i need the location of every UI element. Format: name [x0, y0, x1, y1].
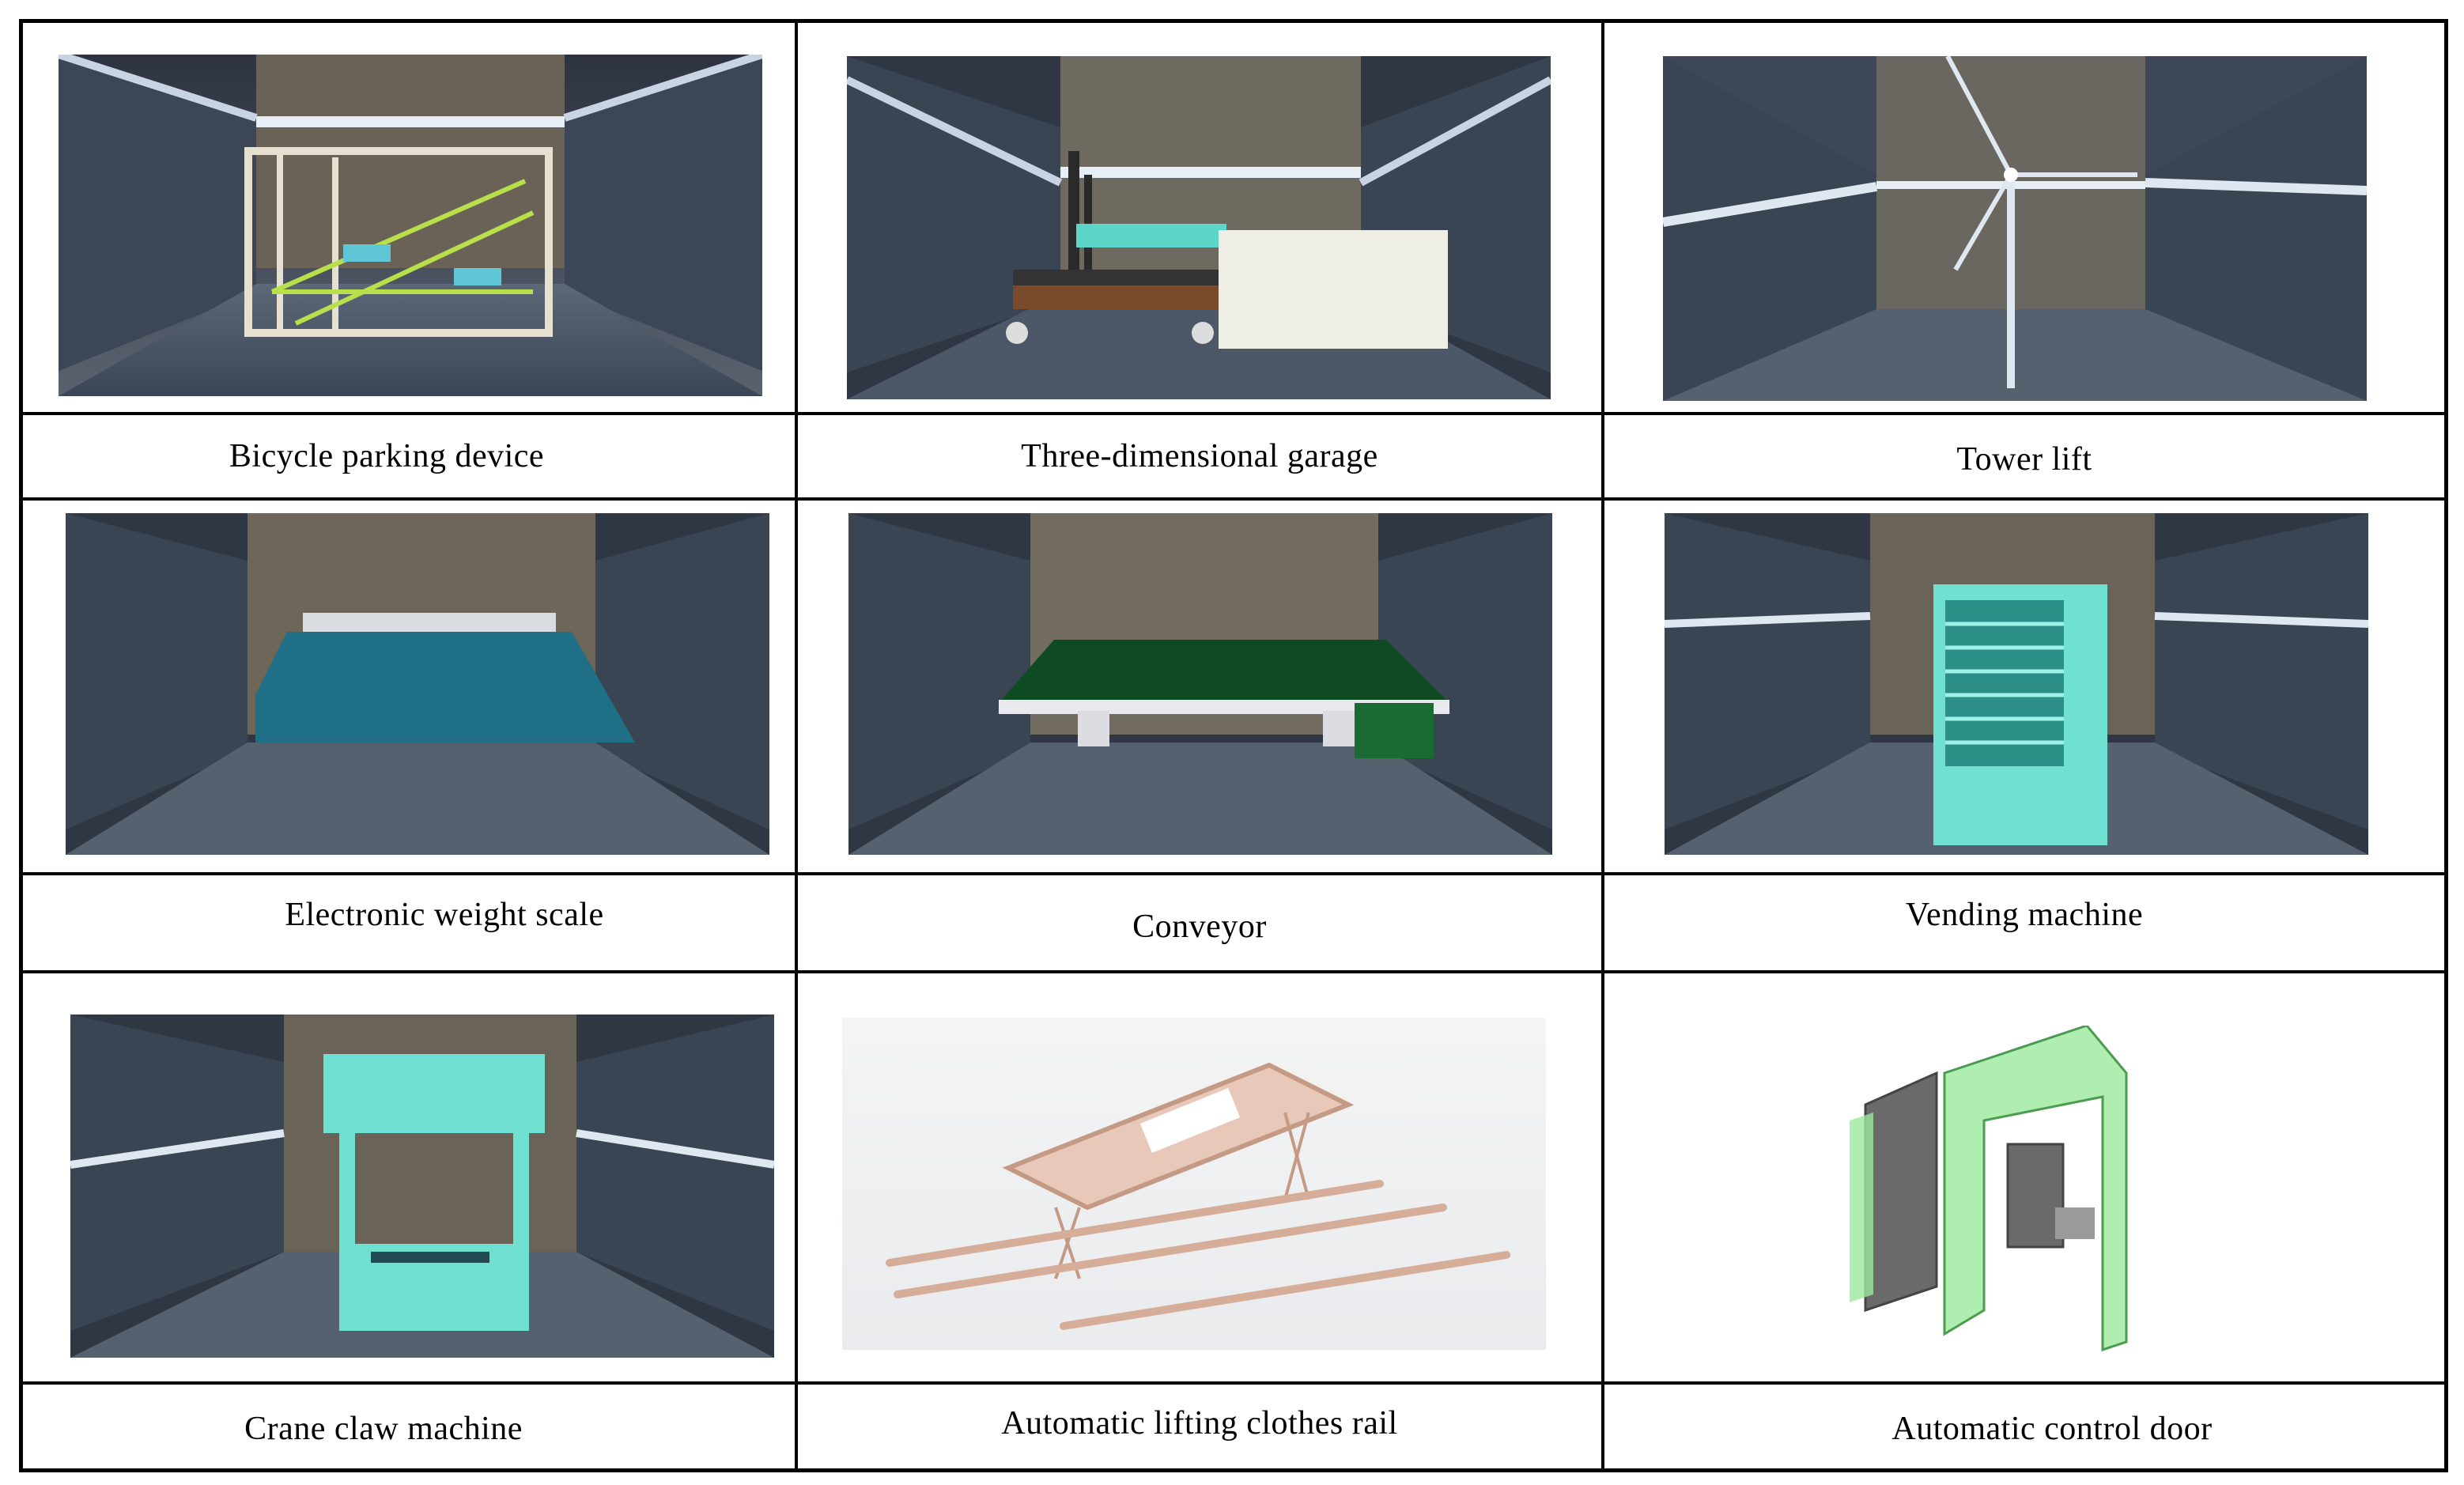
vending-machine-image [1604, 501, 2444, 875]
crane-claw-machine-image [23, 973, 798, 1385]
conveyor-image [798, 501, 1604, 875]
label-bicycle-parking-device: Bicycle parking device [23, 415, 798, 501]
device-label: Crane claw machine [244, 1411, 523, 1447]
device-label: Automatic control door [1891, 1411, 2213, 1447]
label-conveyor: Conveyor [798, 875, 1604, 973]
device-label: Conveyor [1132, 909, 1267, 945]
label-vending-machine: Vending machine [1604, 875, 2444, 973]
three-dimensional-garage-image [798, 23, 1604, 415]
device-table: Bicycle parking device Three-dimensional… [19, 19, 2448, 1472]
device-label: Bicycle parking device [229, 438, 545, 474]
device-label: Vending machine [1905, 897, 2144, 933]
label-automatic-control-door: Automatic control door [1604, 1385, 2444, 1468]
label-three-dimensional-garage: Three-dimensional garage [798, 415, 1604, 501]
label-tower-lift: Tower lift [1604, 415, 2444, 501]
label-crane-claw-machine: Crane claw machine [23, 1385, 798, 1468]
label-automatic-lifting-clothes-rail: Automatic lifting clothes rail [798, 1385, 1604, 1468]
bicycle-parking-device-image [23, 23, 798, 415]
automatic-control-door-image [1604, 973, 2444, 1385]
automatic-lifting-clothes-rail-image [798, 973, 1604, 1385]
device-label: Electronic weight scale [285, 897, 604, 933]
device-label: Tower lift [1956, 441, 2092, 478]
electronic-weight-scale-image [23, 501, 798, 875]
device-label: Three-dimensional garage [1021, 438, 1378, 474]
device-label: Automatic lifting clothes rail [1001, 1405, 1398, 1442]
tower-lift-image [1604, 23, 2444, 415]
label-electronic-weight-scale: Electronic weight scale [23, 875, 798, 973]
